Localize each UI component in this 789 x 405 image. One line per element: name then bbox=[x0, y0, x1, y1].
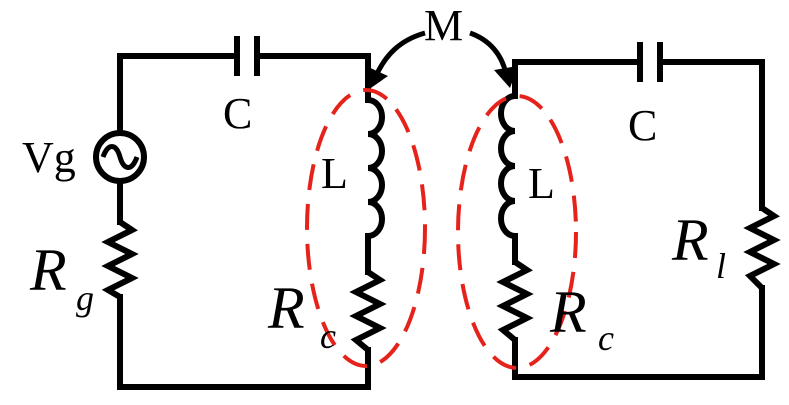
label-voltage-source: Vg bbox=[22, 133, 76, 182]
label-rl: R bbox=[671, 207, 709, 273]
secondary-loop-wires bbox=[512, 59, 765, 380]
inductor-right bbox=[498, 93, 516, 239]
resistor-rc-left bbox=[349, 269, 387, 353]
voltage-source bbox=[93, 130, 147, 184]
label-rl-subscript: l bbox=[716, 246, 726, 286]
label-rg-subscript: g bbox=[76, 278, 94, 318]
label-rc-right-subscript: c bbox=[598, 318, 614, 358]
capacitor-right bbox=[637, 42, 663, 82]
label-mutual-inductance: M bbox=[424, 1, 463, 50]
label-rc-left: R bbox=[267, 275, 305, 341]
label-inductor-right: L bbox=[528, 159, 555, 208]
label-capacitor-right: C bbox=[628, 101, 657, 150]
coil-group-right-highlight bbox=[456, 94, 578, 370]
label-rc-left-subscript: c bbox=[320, 316, 336, 356]
label-capacitor-left: C bbox=[223, 89, 252, 138]
label-rg: R bbox=[29, 237, 67, 303]
coil-group-left-highlight bbox=[305, 88, 427, 368]
resistor-rg bbox=[101, 219, 139, 300]
label-rc-right: R bbox=[549, 279, 587, 345]
resistor-rl bbox=[743, 205, 781, 291]
resistor-rc-right bbox=[496, 259, 534, 343]
primary-loop-wires bbox=[117, 53, 371, 390]
label-inductor-left: L bbox=[321, 149, 348, 198]
inductor-left bbox=[367, 97, 385, 239]
mutual-coupling-arrow bbox=[366, 30, 518, 90]
capacitor-left bbox=[234, 36, 260, 76]
